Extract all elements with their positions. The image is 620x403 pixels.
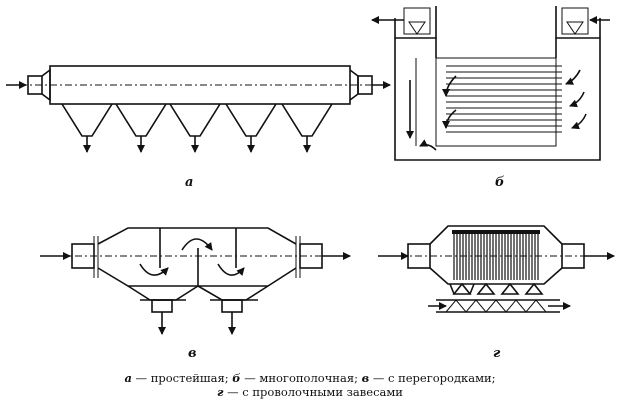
- caption-line-2: г — с проволочными завесами: [0, 385, 620, 399]
- panel-letter-b: б: [495, 175, 505, 190]
- chamber-housing-c: [97, 227, 297, 245]
- caption-text-c: — с перегородками;: [369, 371, 496, 385]
- panel-d-wire-curtain-chamber: г: [378, 225, 615, 361]
- shelves: [446, 65, 562, 133]
- dust-hoppers: [61, 103, 333, 153]
- flow-arrows-b: [406, 69, 587, 151]
- caption-line-1: а — простейшая; б — многополочная; в — с…: [0, 371, 620, 385]
- caption-text-a: — простейшая;: [131, 371, 233, 385]
- dust-hoppers-c: [127, 285, 269, 335]
- wire-curtains: [452, 230, 540, 280]
- panel-letter-c: в: [188, 346, 197, 361]
- chamber-housing: [394, 38, 601, 161]
- caption-key-c: в: [361, 371, 370, 385]
- caption-key-d: г: [217, 385, 224, 399]
- chamber-housing-d: [429, 225, 563, 245]
- panel-letter-d: г: [493, 346, 501, 361]
- caption-key-b: б: [232, 371, 241, 385]
- caption-text-b: — многополочная;: [240, 371, 362, 385]
- caption-text-d: — с проволочными завесами: [223, 385, 403, 399]
- panel-a-simplest-chamber: а: [6, 65, 391, 190]
- caption-key-a: а: [124, 371, 132, 385]
- panel-c-partition-chamber: в: [40, 227, 351, 361]
- panel-letter-a: а: [185, 175, 193, 190]
- hopper-conveyor: [428, 282, 571, 313]
- panel-b-multishelf-chamber: б: [371, 6, 610, 190]
